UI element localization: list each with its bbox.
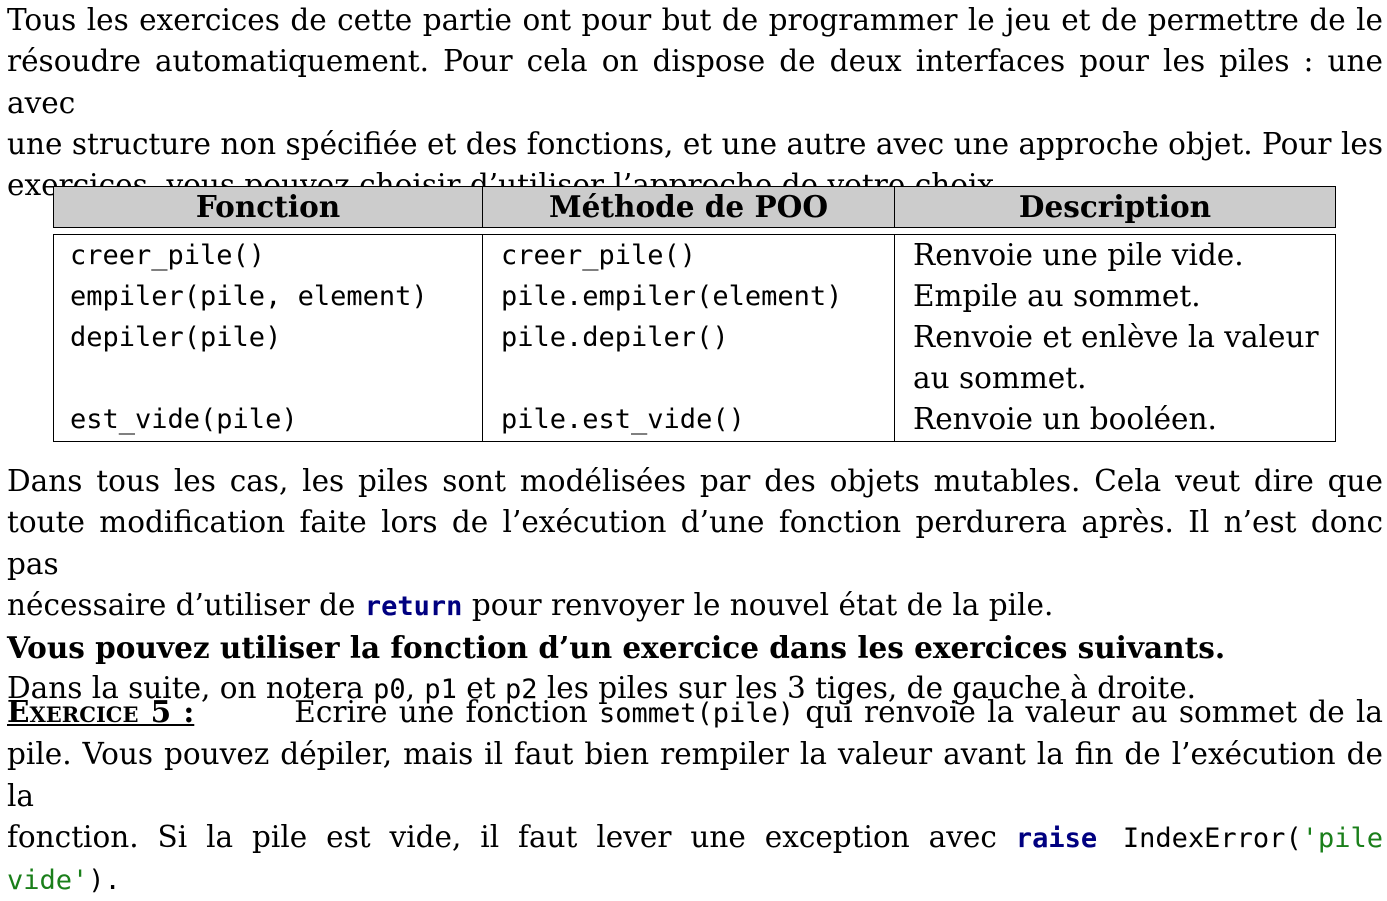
notes-paragraph: Dans tous les cas, les piles sont modéli… bbox=[7, 461, 1383, 711]
notes-text: , bbox=[405, 671, 425, 706]
table-cell-fonction: creer_pile() bbox=[70, 240, 266, 271]
exercise-text: Écrire une fonction bbox=[294, 695, 600, 729]
code-sommet: sommet(pile) bbox=[599, 698, 795, 729]
exercise-line: fonction. Si la pile est vide, il faut l… bbox=[7, 817, 1383, 901]
intro-line: Tous les exercices de cette partie ont p… bbox=[7, 3, 1383, 37]
code-p1: p1 bbox=[424, 674, 457, 706]
notes-line: Dans la suite, on notera p0, p1 et p2 le… bbox=[7, 668, 1383, 710]
table-cell-description: Renvoie une pile vide. bbox=[913, 238, 1244, 272]
column-divider bbox=[894, 235, 895, 441]
code-close: ). bbox=[88, 865, 121, 897]
table-cell-description: Empile au sommet. bbox=[913, 279, 1201, 313]
raise-keyword: raise bbox=[1015, 822, 1098, 854]
table-cell-methode: creer_pile() bbox=[501, 240, 697, 271]
column-divider bbox=[482, 187, 483, 227]
notes-text: les piles sur les 3 tiges, de gauche à d… bbox=[537, 671, 1197, 706]
notes-text: nécessaire d’utiliser de bbox=[7, 587, 365, 622]
table-cell-description-cont: au sommet. bbox=[913, 361, 1087, 395]
exercise-text: qui renvoie la valeur au sommet de la bbox=[794, 695, 1383, 729]
notes-line: nécessaire d’utiliser de return pour ren… bbox=[7, 585, 1383, 627]
header-description: Description bbox=[1018, 189, 1212, 224]
table-body: creer_pile() creer_pile() Renvoie une pi… bbox=[53, 234, 1336, 442]
column-divider bbox=[482, 235, 483, 441]
header-fonction: Fonction bbox=[195, 189, 341, 224]
table-cell-methode: pile.est_vide() bbox=[501, 404, 745, 435]
notes-line: Dans tous les cas, les piles sont modéli… bbox=[7, 464, 1383, 498]
intro-paragraph: Tous les exercices de cette partie ont p… bbox=[7, 0, 1383, 206]
table-cell-description: Renvoie et enlève la valeur bbox=[913, 320, 1319, 354]
code-p0: p0 bbox=[373, 674, 406, 706]
return-keyword: return bbox=[364, 590, 463, 622]
exercise-text: fonction. Si la pile est vide, il faut l… bbox=[7, 819, 1016, 854]
code-p2: p2 bbox=[504, 674, 538, 706]
exercise-paragraph: Exercice 5 : Écrire une fonction sommet(p… bbox=[7, 691, 1383, 901]
notes-text: et bbox=[456, 671, 505, 706]
notes-bold-line: Vous pouvez utiliser la fonction d’un ex… bbox=[7, 630, 1226, 666]
code-indexerror: IndexError( bbox=[1097, 822, 1302, 854]
intro-line: une structure non spécifiée et des fonct… bbox=[7, 126, 1383, 161]
notes-line: toute modification faite lors de l’exécu… bbox=[7, 505, 1383, 581]
table-cell-description: Renvoie un booléen. bbox=[913, 402, 1217, 436]
notes-text: Dans la suite, on notera bbox=[7, 671, 374, 706]
table-cell-methode: pile.empiler(element) bbox=[501, 281, 843, 312]
exercise-line: Exercice 5 : Écrire une fonction sommet(p… bbox=[7, 691, 1383, 734]
table-cell-methode: pile.depiler() bbox=[501, 322, 729, 353]
table-cell-fonction: est_vide(pile) bbox=[70, 404, 298, 435]
column-divider bbox=[894, 187, 895, 227]
intro-line: résoudre automatiquement. Pour cela on d… bbox=[7, 44, 1383, 120]
table-header: Fonction Méthode de POO Description bbox=[53, 186, 1336, 228]
table-cell-fonction: empiler(pile, element) bbox=[70, 281, 428, 312]
table-cell-fonction: depiler(pile) bbox=[70, 322, 282, 353]
exercise-line: pile. Vous pouvez dépiler, mais il faut … bbox=[7, 737, 1383, 813]
header-methode: Méthode de POO bbox=[548, 189, 829, 224]
exercise-label: Exercice 5 : bbox=[7, 694, 195, 729]
notes-text: pour renvoyer le nouvel état de la pile. bbox=[462, 587, 1054, 622]
